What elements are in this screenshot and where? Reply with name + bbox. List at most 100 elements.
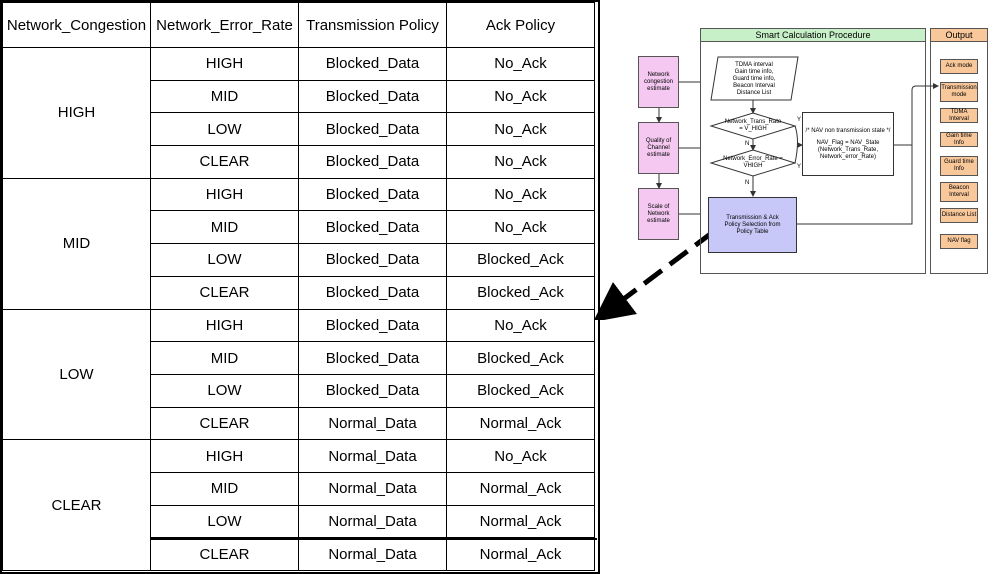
ack-policy-cell: Blocked_Ack: [446, 243, 595, 277]
error-rate-cell: MID: [150, 79, 299, 114]
ack-policy-cell: No_Ack: [446, 177, 595, 212]
ack-policy-cell: Blocked_Ack: [446, 275, 595, 310]
transmission-policy-cell: Blocked_Data: [298, 308, 447, 343]
procedure-panel: Smart Calculation Procedure: [700, 28, 926, 274]
error-rate-cell: CLEAR: [150, 537, 299, 571]
table-header-row: Network_Congestion Network_Error_Rate Tr…: [2, 2, 595, 48]
output-nav-flag: NAV flag: [940, 234, 978, 249]
output-tdma-interval: TDMA Interval: [940, 108, 978, 123]
transmission-policy-cell: Blocked_Data: [298, 275, 447, 310]
error-rate-cell: LOW: [150, 504, 299, 539]
transmission-policy-cell: Blocked_Data: [298, 47, 447, 81]
ack-policy-cell: No_Ack: [446, 112, 595, 147]
input-network-congestion: Network congestion estimate: [638, 56, 679, 108]
header-ack-policy: Ack Policy: [446, 2, 595, 48]
congestion-cell: HIGH: [2, 47, 151, 179]
error-rate-cell: LOW: [150, 112, 299, 147]
error-rate-cell: LOW: [150, 373, 299, 408]
flowchart-connectors: [656, 56, 939, 225]
error-rate-cell: CLEAR: [150, 145, 299, 179]
error-rate-cell: CLEAR: [150, 406, 299, 441]
error-rate-cell: HIGH: [150, 47, 299, 81]
error-rate-cell: HIGH: [150, 439, 299, 473]
transmission-policy-cell: Blocked_Data: [298, 79, 447, 114]
transmission-policy-cell: Blocked_Data: [298, 112, 447, 147]
transmission-policy-cell: Blocked_Data: [298, 210, 447, 245]
policy-selection-box: Transmission & Ack Policy Selection from…: [708, 197, 797, 253]
input-network-scale: Scale of Network estimate: [638, 188, 679, 240]
error-rate-cell: HIGH: [150, 177, 299, 212]
info-box-text: TDMA interval Gain time info, Guard time…: [732, 61, 776, 96]
table-separator-line: [150, 538, 597, 540]
output-transmission-mode: Transmission mode: [940, 82, 978, 102]
ack-policy-cell: No_Ack: [446, 79, 595, 114]
header-network-congestion: Network_Congestion: [2, 2, 151, 48]
transmission-policy-cell: Blocked_Data: [298, 243, 447, 277]
error-rate-cell: HIGH: [150, 308, 299, 343]
ack-policy-cell: Normal_Ack: [446, 406, 595, 441]
info-parallelogram: [710, 56, 799, 101]
ack-policy-cell: No_Ack: [446, 47, 595, 81]
ack-policy-cell: Normal_Ack: [446, 537, 595, 571]
error-rate-cell: CLEAR: [150, 275, 299, 310]
branch-yes-2: Y: [797, 164, 802, 170]
ack-policy-cell: Normal_Ack: [446, 504, 595, 539]
transmission-policy-cell: Normal_Data: [298, 471, 447, 506]
policy-table: Network_Congestion Network_Error_Rate Tr…: [2, 2, 595, 571]
ack-policy-cell: No_Ack: [446, 210, 595, 245]
decision-1-text: Network_Trans_Rate = V_HIGH: [724, 119, 782, 132]
error-rate-cell: MID: [150, 471, 299, 506]
pointer-arrow: [595, 230, 715, 320]
nav-state-box: /* NAV non transmission state */ NAV_Fla…: [802, 112, 894, 176]
transmission-policy-cell: Normal_Data: [298, 406, 447, 441]
transmission-policy-cell: Blocked_Data: [298, 341, 447, 375]
branch-no-1: N: [745, 141, 750, 147]
header-transmission-policy: Transmission Policy: [298, 2, 447, 48]
procedure-title: Smart Calculation Procedure: [701, 29, 925, 42]
ack-policy-cell: No_Ack: [446, 145, 595, 179]
branch-no-2: N: [745, 180, 750, 186]
output-guard-time-info: Guard time Info: [940, 156, 978, 176]
ack-policy-cell: Normal_Ack: [446, 471, 595, 506]
decision-2-text: Network_Error_Rate = VHIGH: [723, 156, 783, 169]
transmission-policy-cell: Normal_Data: [298, 439, 447, 473]
output-beacon-interval: Beacon Interval: [940, 182, 978, 202]
congestion-cell: LOW: [2, 308, 151, 441]
transmission-policy-cell: Blocked_Data: [298, 373, 447, 408]
transmission-policy-cell: Blocked_Data: [298, 177, 447, 212]
ack-policy-cell: Blocked_Ack: [446, 341, 595, 375]
congestion-cell: MID: [2, 177, 151, 310]
ack-policy-cell: No_Ack: [446, 439, 595, 473]
output-gain-time-info: Gain time Info: [940, 132, 978, 147]
branch-yes-1: Y: [797, 117, 802, 123]
congestion-cell: CLEAR: [2, 439, 151, 571]
output-title: Output: [931, 29, 987, 42]
error-rate-cell: MID: [150, 341, 299, 375]
ack-policy-cell: No_Ack: [446, 308, 595, 343]
output-distance-list: Distance List: [940, 208, 978, 223]
transmission-policy-cell: Normal_Data: [298, 504, 447, 539]
output-ack-mode: Ack mode: [940, 59, 978, 74]
ack-policy-cell: Blocked_Ack: [446, 373, 595, 408]
error-rate-cell: LOW: [150, 243, 299, 277]
error-rate-cell: MID: [150, 210, 299, 245]
transmission-policy-cell: Blocked_Data: [298, 145, 447, 179]
header-network-error-rate: Network_Error_Rate: [150, 2, 299, 48]
